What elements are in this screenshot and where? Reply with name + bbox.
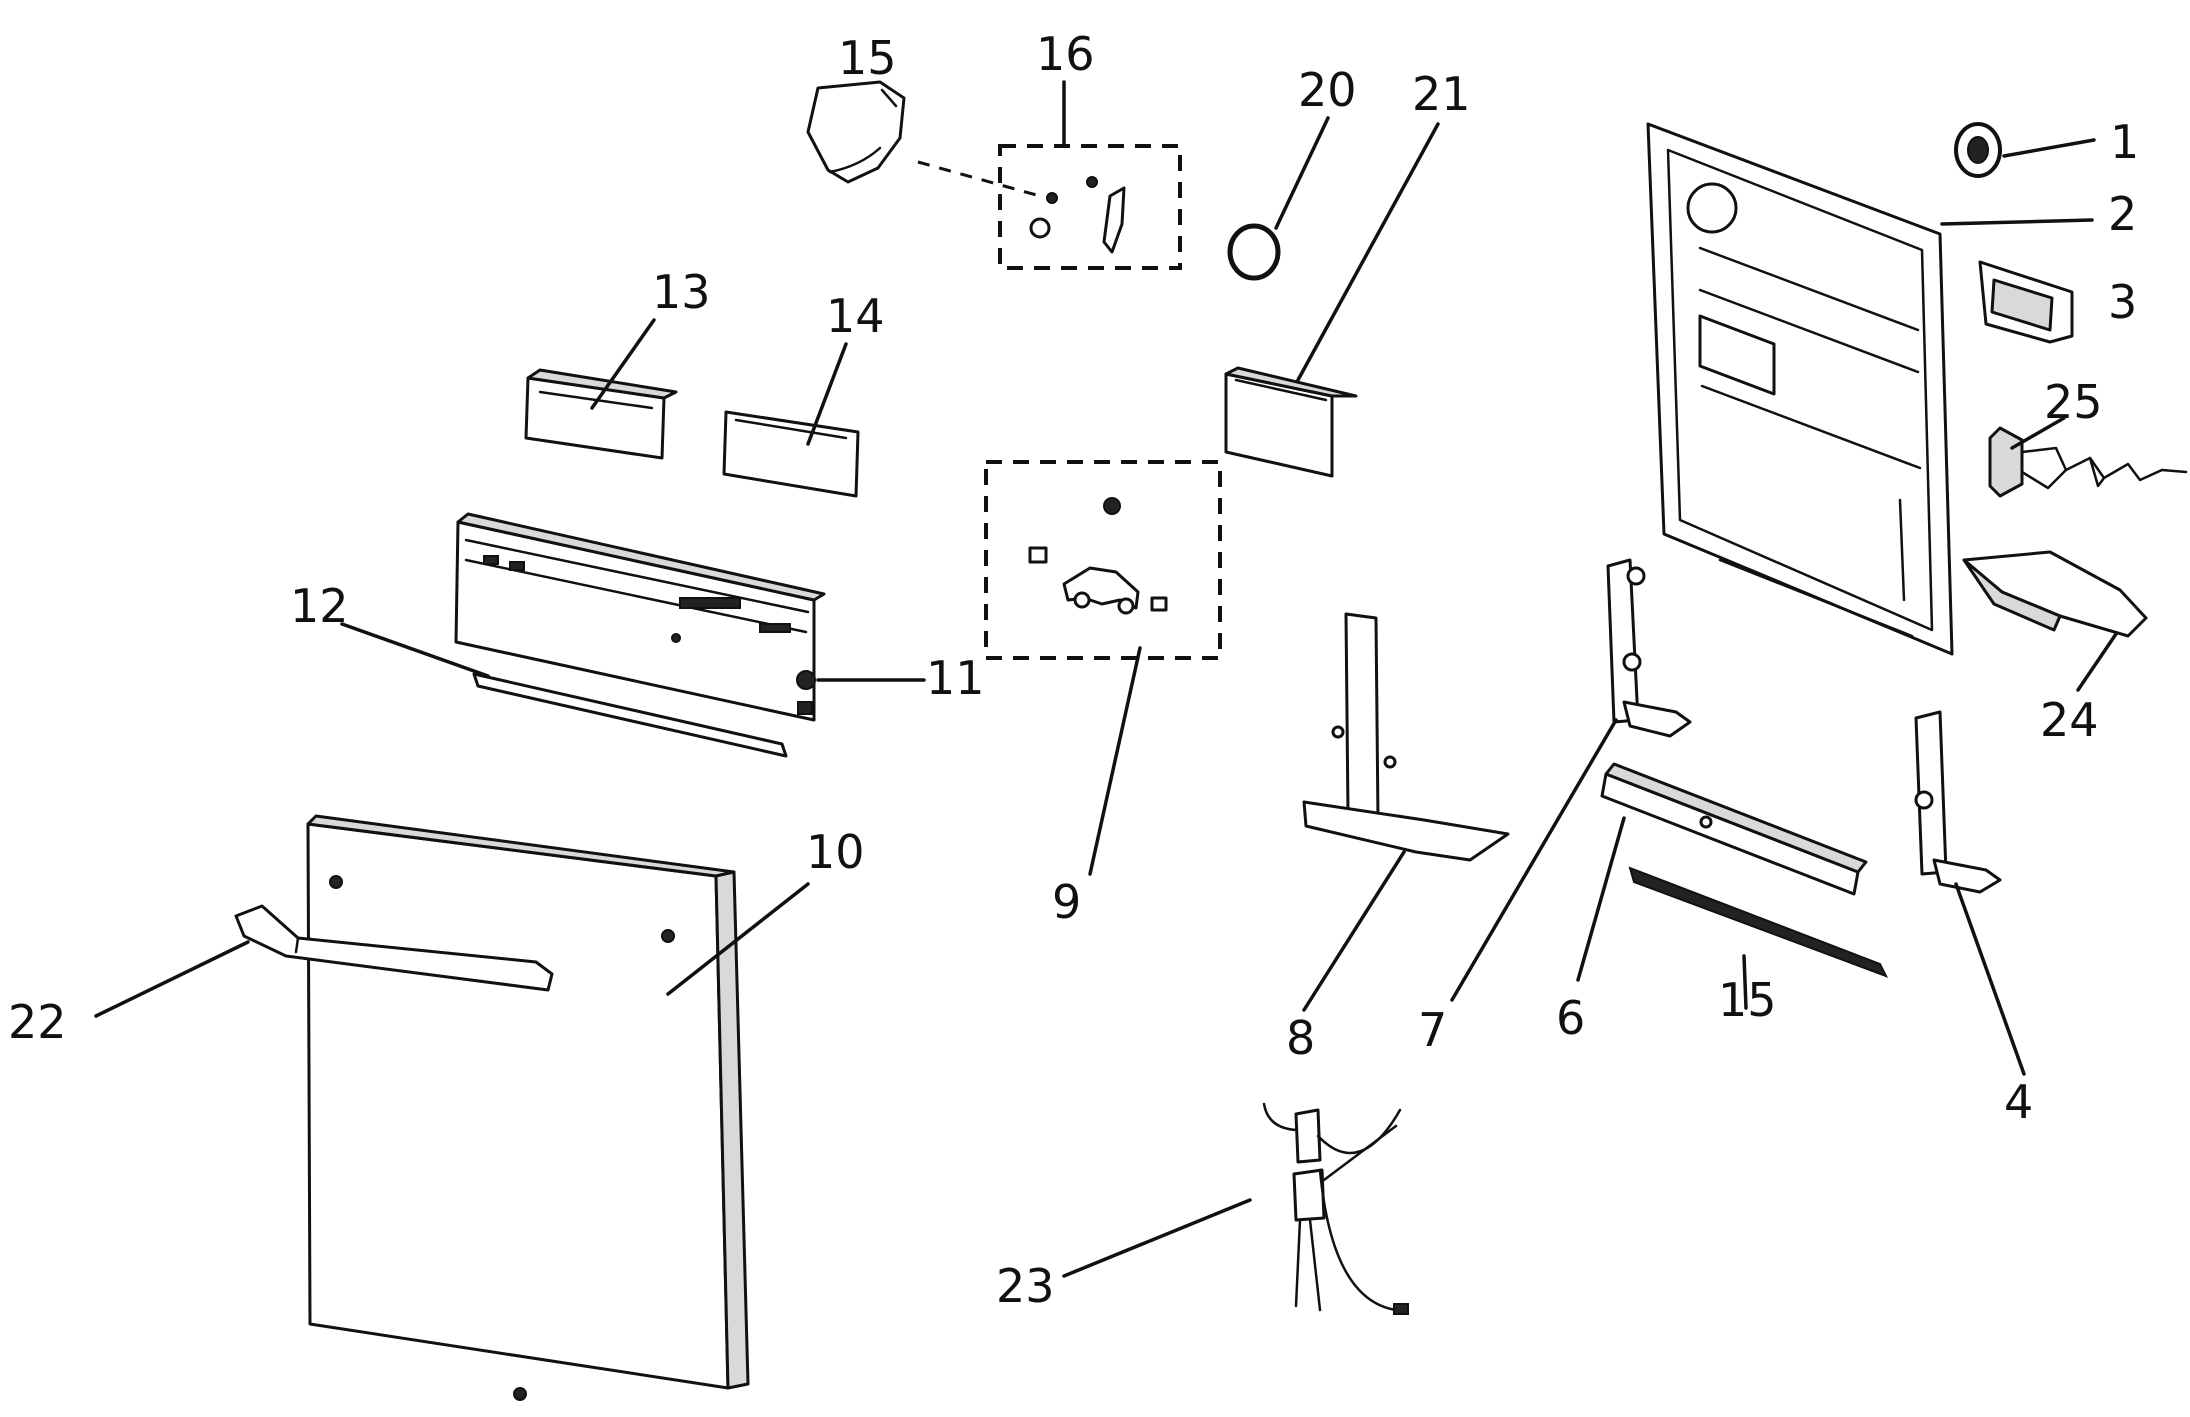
- callout-16: 16: [1036, 27, 1095, 81]
- callout-13: 13: [652, 265, 711, 319]
- part-12-strip: [472, 672, 788, 758]
- part-9-group-box: [984, 460, 1222, 660]
- leader-21: [1296, 122, 1440, 382]
- callout-2: 2: [2108, 187, 2137, 241]
- part-9-small-parts: [1028, 497, 1168, 615]
- part-10-outer-door: [306, 814, 750, 1401]
- part-16-small-parts: [1029, 176, 1126, 254]
- leader-4: [1954, 882, 2026, 1076]
- callout-3: 3: [2108, 275, 2137, 329]
- part-24-wedge: [1962, 550, 2148, 638]
- part-4-hinge: [1914, 710, 2002, 894]
- callout-21: 21: [1412, 67, 1471, 121]
- part-3-dispenser: [1978, 260, 2074, 344]
- leader-1: [2002, 138, 2096, 158]
- part-15-vent-strip: [1628, 866, 1889, 978]
- leader-15-bottom: [1742, 954, 1748, 1010]
- leader-6: [1576, 816, 1626, 982]
- part-7-hinge: [1606, 558, 1692, 738]
- part-11-control-panel: [454, 512, 826, 722]
- leader-8: [1302, 850, 1406, 1012]
- leader-22: [94, 940, 250, 1018]
- leader-12: [340, 622, 490, 678]
- part-8-hinge: [1302, 612, 1510, 862]
- leader-2: [1940, 218, 2094, 226]
- part-20-ring: [1227, 223, 1281, 281]
- callout-20: 20: [1298, 63, 1357, 117]
- part-1-cap: [1954, 122, 2002, 178]
- leader-10: [666, 882, 810, 996]
- callout-15-top: 15: [838, 31, 897, 85]
- callout-1: 1: [2110, 115, 2139, 169]
- leader-24: [2076, 632, 2118, 692]
- leader-9: [1088, 646, 1142, 876]
- callout-25: 25: [2044, 375, 2103, 429]
- part-16-group-box: [998, 144, 1182, 270]
- leader-20: [1274, 116, 1330, 230]
- leader-7: [1450, 718, 1618, 1002]
- part-14-panel: [722, 410, 860, 498]
- callout-10: 10: [806, 825, 865, 879]
- callout-7: 7: [1418, 1003, 1447, 1057]
- part-15-control-cover: [806, 80, 906, 184]
- callout-14: 14: [826, 289, 885, 343]
- callout-23: 23: [996, 1259, 1055, 1313]
- callout-24: 24: [2040, 693, 2099, 747]
- part-13-panel: [524, 368, 678, 460]
- part-22-handle: [234, 904, 554, 992]
- part-6-rail: [1600, 762, 1868, 896]
- callout-15-bottom: 15: [1718, 973, 1777, 1027]
- part-21-bracket: [1224, 366, 1358, 478]
- callout-9: 9: [1052, 875, 1081, 929]
- leader-25: [2010, 416, 2066, 450]
- part-23-wire-harness: [1262, 1102, 1409, 1315]
- callout-22: 22: [8, 995, 67, 1049]
- leader-14: [806, 342, 848, 446]
- part-25-spring: [1988, 426, 2188, 498]
- callout-6: 6: [1556, 991, 1585, 1045]
- part-2-inner-door: [1646, 122, 1954, 656]
- part-15-to-16-guide: [917, 160, 1041, 198]
- callout-4: 4: [2004, 1075, 2033, 1129]
- callout-8: 8: [1286, 1011, 1315, 1065]
- callout-12: 12: [290, 579, 349, 633]
- leader-13: [590, 318, 656, 410]
- callout-11: 11: [926, 651, 985, 705]
- leader-23: [1062, 1198, 1252, 1278]
